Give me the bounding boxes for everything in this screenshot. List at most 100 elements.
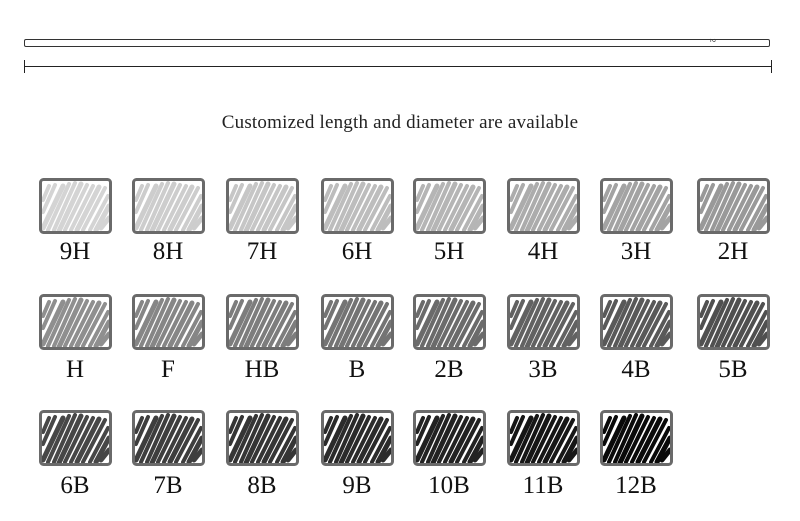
dimension-tick-left — [24, 60, 25, 73]
swatch-frame — [132, 294, 205, 350]
shading-stroke — [659, 215, 673, 231]
shading-stroke — [642, 302, 668, 348]
shading-stroke — [328, 298, 353, 348]
swatch-frame — [507, 294, 580, 350]
shading-stroke — [542, 300, 570, 349]
grade-shading-2h — [697, 178, 770, 234]
shading-stroke — [186, 203, 205, 233]
shading-stroke — [88, 194, 110, 232]
swatch-frame — [600, 410, 673, 466]
grade-shading-8b — [226, 410, 299, 466]
grade-label-9h: 9H — [59, 238, 91, 265]
shading-stroke — [181, 310, 203, 348]
shading-stroke — [322, 415, 348, 463]
shading-stroke — [323, 183, 339, 214]
pencil-outline: 2 — [24, 39, 770, 47]
shading-stroke — [334, 297, 359, 348]
shading-stroke — [256, 300, 282, 348]
shading-stroke — [426, 413, 451, 464]
shading-stroke — [613, 297, 638, 348]
shading-stroke — [654, 319, 673, 349]
grade-label-10b: 10B — [428, 472, 470, 499]
shading-stroke — [508, 299, 534, 347]
shading-stroke — [420, 414, 445, 464]
shading-stroke — [642, 186, 668, 232]
shading-stroke — [46, 414, 71, 464]
shading-stroke — [280, 435, 299, 465]
shading-stroke — [162, 300, 188, 348]
shading-stroke — [280, 203, 299, 233]
grade-shading-9h — [39, 178, 112, 234]
shading-stroke — [566, 447, 580, 463]
shading-stroke — [134, 416, 144, 434]
shading-stroke — [531, 299, 557, 348]
shading-stroke — [542, 184, 570, 233]
shading-stroke — [74, 300, 102, 349]
shading-stroke — [328, 182, 353, 232]
grade-shading-12b — [600, 410, 673, 466]
shading-stroke — [285, 331, 299, 347]
shading-stroke — [607, 182, 632, 232]
shading-stroke — [649, 310, 671, 348]
shading-stroke — [233, 414, 258, 464]
swatch-frame — [39, 410, 112, 466]
grade-shading-f — [132, 294, 205, 350]
shading-stroke — [426, 181, 451, 232]
shading-stroke — [167, 416, 195, 465]
shading-stroke — [699, 183, 715, 214]
shading-stroke — [556, 194, 578, 232]
shading-stroke — [228, 415, 244, 446]
shading-stroke — [134, 300, 144, 318]
shading-stroke — [285, 447, 299, 463]
grade-label-8b: 8B — [247, 472, 277, 499]
shading-stroke — [509, 184, 519, 202]
shading-stroke — [133, 415, 159, 463]
shading-stroke — [375, 319, 394, 349]
shading-stroke — [556, 310, 578, 348]
shading-stroke — [228, 300, 238, 318]
dimension-line — [24, 66, 772, 67]
shading-stroke — [41, 415, 57, 446]
shading-stroke — [443, 184, 469, 232]
grade-swatch-6b — [39, 410, 112, 466]
shading-stroke — [156, 299, 182, 348]
shading-stroke — [345, 415, 371, 464]
shading-stroke — [239, 181, 264, 232]
shading-stroke — [285, 215, 299, 231]
shading-stroke — [607, 414, 632, 464]
shading-stroke — [233, 182, 258, 232]
shading-stroke — [275, 194, 297, 232]
shading-stroke — [617, 413, 645, 466]
swatch-frame — [321, 410, 394, 466]
shading-stroke — [556, 426, 578, 464]
shading-stroke — [338, 181, 366, 234]
shading-stroke — [46, 298, 71, 348]
shading-stroke — [139, 414, 164, 464]
shading-stroke — [508, 415, 534, 463]
shading-stroke — [81, 302, 107, 348]
shading-stroke — [40, 183, 66, 231]
shading-stroke — [756, 215, 770, 231]
shading-stroke — [514, 414, 539, 464]
swatch-frame — [39, 178, 112, 234]
shading-stroke — [649, 194, 671, 232]
shading-stroke — [250, 299, 276, 348]
shading-stroke — [323, 415, 339, 446]
shading-stroke — [746, 194, 768, 232]
shading-stroke — [448, 184, 476, 233]
grade-label-3b: 3B — [528, 356, 558, 383]
shading-stroke — [426, 297, 451, 348]
shading-stroke — [186, 319, 205, 349]
shading-stroke — [69, 300, 95, 348]
shading-stroke — [98, 331, 112, 347]
grade-label-11b: 11B — [522, 472, 564, 499]
shading-stroke — [149, 413, 177, 466]
shading-stroke — [455, 302, 481, 348]
grade-shading-10b — [413, 410, 486, 466]
shading-stroke — [739, 186, 765, 232]
shading-stroke — [156, 183, 182, 232]
shading-stroke — [531, 415, 557, 464]
grade-swatch-3h — [600, 178, 673, 234]
shading-stroke — [323, 300, 333, 318]
shading-stroke — [509, 300, 519, 318]
